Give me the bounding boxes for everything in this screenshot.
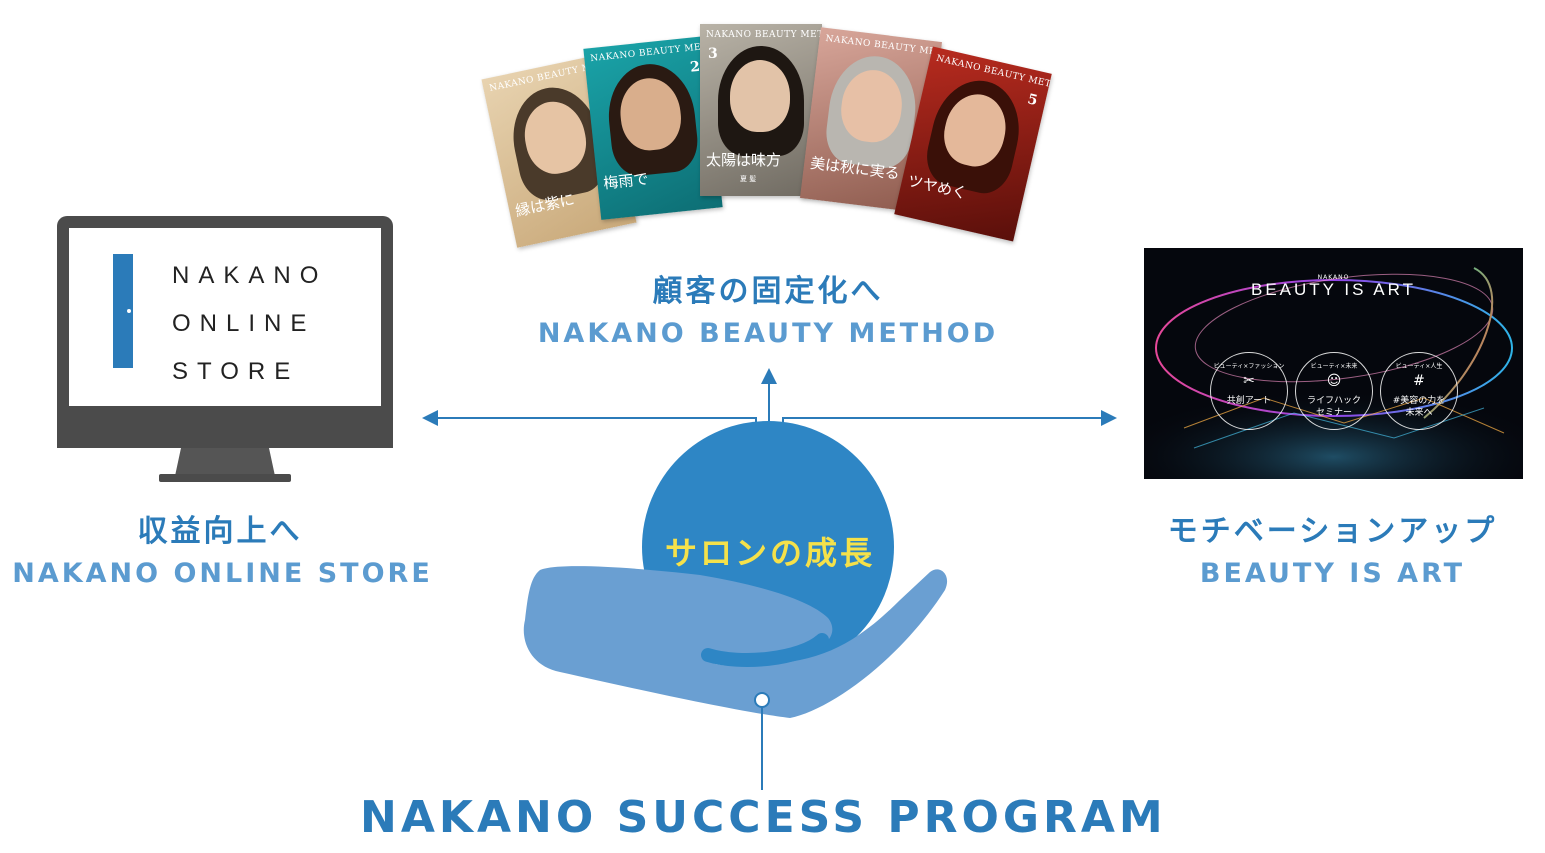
art-brand: NAKANO bbox=[1317, 274, 1350, 281]
art-badge: ビューティ×ファッション ✂ 共創アート bbox=[1210, 352, 1288, 430]
scissors-icon: ✂ bbox=[1243, 373, 1255, 389]
hand-icon bbox=[523, 566, 948, 718]
magazine-fan: NAKANO BEAUTY METHOD 縁は紫に NAKANO BEAUTY … bbox=[480, 10, 1060, 260]
people-icon: ☺ bbox=[1326, 373, 1342, 389]
art-badge: ビューティ×人生 # #美容の力を 未来へ bbox=[1380, 352, 1458, 430]
beauty-is-art-panel: NAKANO BEAUTY IS ART ビューティ×ファッション ✂ 共創アー… bbox=[1144, 248, 1523, 479]
pointer-dot bbox=[754, 692, 770, 708]
right-en-title: BEAUTY IS ART bbox=[1199, 558, 1466, 589]
top-en-title: NAKANO BEAUTY METHOD bbox=[537, 318, 999, 349]
arrow-left-icon bbox=[422, 410, 438, 426]
arrow-heads bbox=[422, 368, 1117, 426]
art-logo: BEAUTY IS ART bbox=[1251, 280, 1416, 299]
logo-line-3: STORE bbox=[172, 358, 300, 385]
monitor-illustration bbox=[57, 216, 393, 482]
growth-label: サロンの成長 bbox=[664, 534, 875, 572]
top-jp-title: 顧客の固定化へ bbox=[652, 274, 884, 309]
left-en-title: NAKANO ONLINE STORE bbox=[12, 558, 433, 589]
arrow-right-icon bbox=[1101, 410, 1117, 426]
arrow-up-icon bbox=[761, 368, 777, 384]
left-jp-title: 収益向上へ bbox=[137, 514, 303, 549]
logo-line-2: ONLINE bbox=[172, 310, 316, 337]
online-store-logo-text: NAKANO ONLINE STORE bbox=[172, 252, 342, 396]
phone-icon: # bbox=[1413, 373, 1425, 389]
right-jp-title: モチベーションアップ bbox=[1167, 514, 1498, 549]
art-badge: ビューティ×未来 ☺ ライフハック セミナー bbox=[1295, 352, 1373, 430]
magazine-cover: NAKANO BEAUTY METHOD 3 太陽は味方 夏 髪 bbox=[700, 24, 822, 196]
program-title: NAKANO SUCCESS PROGRAM bbox=[360, 792, 1167, 843]
logo-line-1: NAKANO bbox=[172, 262, 328, 289]
